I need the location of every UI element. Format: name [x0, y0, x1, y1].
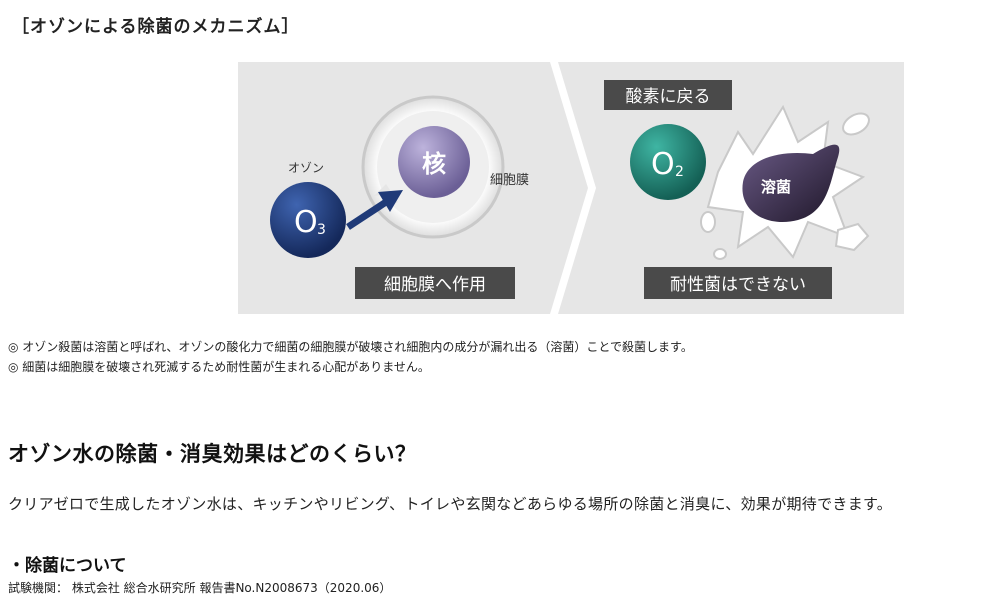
nucleus-label: 核 — [422, 150, 446, 178]
ozone-mechanism-figure: 核 細胞膜 オゾン O 3 細胞膜へ作用 酸素に戻る O 2 — [238, 62, 904, 314]
lead-text: クリアゼロで生成したオゾン水は、キッチンやリビング、トイレや玄関などあらゆる場所… — [8, 495, 893, 513]
right-caption-bg — [644, 267, 832, 299]
top-badge-bg — [604, 80, 732, 110]
notes: ◎ オゾン殺菌は溶菌と呼ばれ、オゾンの酸化力で細菌の細胞膜が破壊され細胞内の成分… — [8, 337, 693, 377]
lysis-blob — [742, 144, 840, 223]
section-title: ［オゾンによる除菌のメカニズム］ — [12, 17, 300, 37]
top-badge: 酸素に戻る — [626, 87, 711, 107]
section-heading: オゾン水の除菌・消臭効果はどのくらい？ — [8, 442, 417, 466]
note-item: ◎ 細菌は細胞膜を破壊され死滅するため耐性菌が生まれる心配がありません。 — [8, 360, 430, 374]
lysis-label: 溶菌 — [761, 178, 791, 196]
note-item: ◎ オゾン殺菌は溶菌と呼ばれ、オゾンの酸化力で細菌の細胞膜が破壊され細胞内の成分… — [8, 340, 693, 354]
left-caption-bg — [355, 267, 515, 299]
nucleus — [398, 126, 470, 198]
ozone-molecule — [270, 182, 346, 258]
membrane-label: 細胞膜 — [490, 173, 529, 188]
oxygen-subscript: 2 — [675, 164, 684, 180]
arrow-icon — [346, 190, 403, 230]
figure-svg: 核 細胞膜 オゾン O 3 細胞膜へ作用 酸素に戻る O 2 — [238, 62, 904, 314]
ozone-subscript: 3 — [317, 222, 326, 238]
subheading: ・除菌について — [8, 556, 127, 576]
oxygen-molecule — [630, 124, 706, 200]
ozone-label: オゾン — [288, 161, 324, 175]
right-caption: 耐性菌はできない — [670, 275, 806, 295]
ozone-formula: O — [294, 205, 318, 240]
left-caption: 細胞膜へ作用 — [384, 275, 486, 295]
oxygen-formula: O — [651, 147, 675, 182]
test-source: 試験機関： 株式会社 総合水研究所 報告書No.N2008673（2020.06… — [8, 581, 392, 595]
